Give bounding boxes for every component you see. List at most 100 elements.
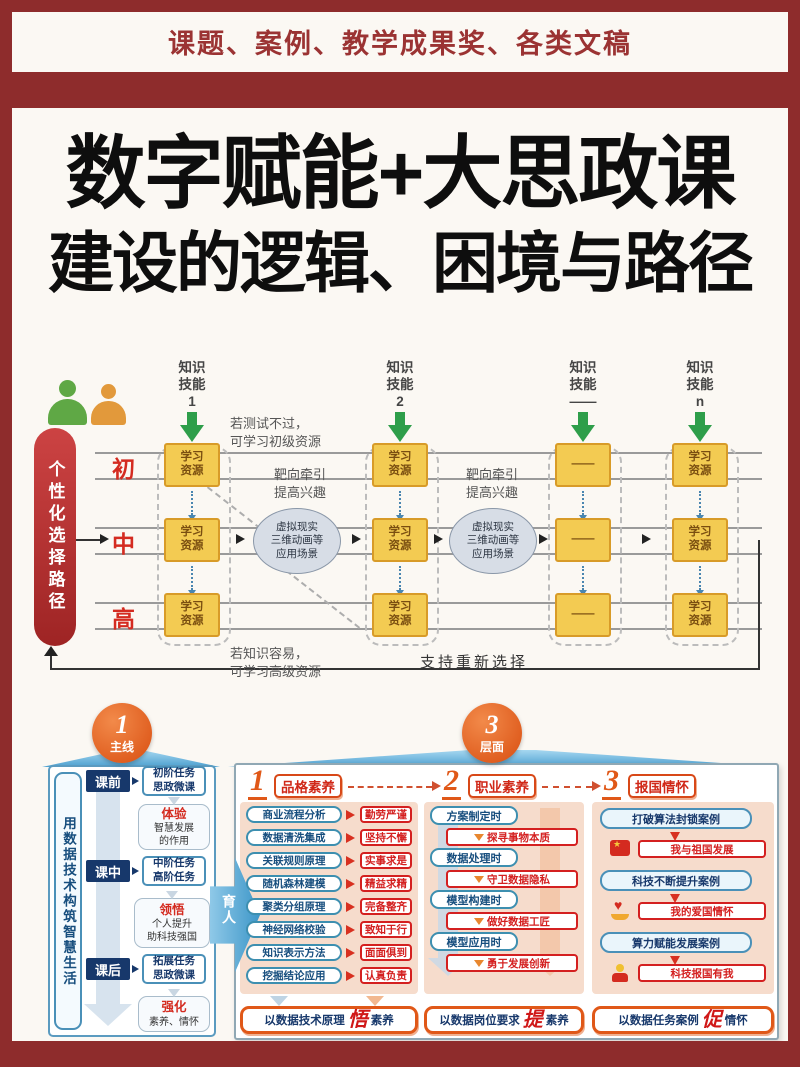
reselect-note: 支持重新选择 <box>420 654 529 671</box>
footer-pre: 以数据技术原理 <box>264 1015 345 1027</box>
level-line <box>95 527 762 529</box>
task-line2: 思政微课 <box>153 969 195 981</box>
case-chip: 科技不断提升案例 <box>600 870 752 891</box>
virtue-chip: 认真负责 <box>360 967 412 984</box>
box-text: 资源 <box>388 465 412 477</box>
note-line2: 可学习高级资源 <box>230 663 322 679</box>
dotted-connector <box>579 566 587 596</box>
outcome-box-after: 强化 素养、情怀 <box>138 989 210 1032</box>
learning-resource-box: 学习资源 <box>164 518 220 562</box>
footer-key: 提 <box>522 1009 543 1031</box>
green-down-arrow-icon <box>180 412 204 442</box>
task-line2: 高阶任务 <box>153 871 195 883</box>
footer-post: 素养 <box>545 1015 569 1027</box>
placeholder-resource-box: —— <box>555 593 611 637</box>
box-text: 学习 <box>688 526 712 539</box>
right-arrow-icon <box>132 777 139 785</box>
case-chip: 打破算法封锁案例 <box>600 808 752 829</box>
principle-chip: 随机森林建模 <box>246 875 342 892</box>
ellipse-line2: 三维动画等 <box>270 534 324 547</box>
outcome-box-in: 领悟 个人提升 助科技强国 <box>134 891 210 948</box>
person-orange-icon <box>101 384 116 399</box>
badge-number: 3 <box>485 709 499 739</box>
box-text: 资源 <box>688 615 712 627</box>
outcome-head: 强化 <box>161 1000 187 1015</box>
right-arrow-icon <box>346 879 355 889</box>
patriotic-chip: 科技报国有我 <box>638 964 766 982</box>
right-arrow-icon <box>346 948 355 958</box>
ellipse-line1: 虚拟现实 <box>276 520 318 533</box>
box-text: 资源 <box>388 540 412 552</box>
dashed-arrow <box>542 781 601 791</box>
footer-professional: 以数据岗位要求 提 素养 <box>424 1006 584 1034</box>
outcome-line1: 素养、情怀 <box>149 1016 199 1028</box>
case-chip: 算力赋能发展案例 <box>600 932 752 953</box>
note-line1: 若测试不过， <box>230 416 309 431</box>
header-knowledge: 知识 <box>178 360 206 375</box>
badge-label: 主线 <box>109 739 134 754</box>
level-label-senior: 高 <box>112 606 135 632</box>
box-dash: —— <box>571 533 595 546</box>
placeholder-resource-box: —— <box>555 518 611 562</box>
right-arrow-icon <box>132 965 139 973</box>
column-bg-patriotic <box>592 802 774 994</box>
outcome-line1: 个人提升 <box>152 919 192 931</box>
learning-resource-box: 学习资源 <box>372 443 428 487</box>
section-label-patriotic: 报国情怀 <box>628 774 696 798</box>
footer-post: 素养 <box>370 1015 394 1027</box>
header-strip-text: 课题、案例、教学成果奖、各类文稿 <box>168 29 632 59</box>
footer-key: 促 <box>701 1009 722 1031</box>
ellipse-line1: 虚拟现实 <box>472 520 514 533</box>
bar-to-row-line <box>76 539 102 541</box>
personalized-path-bar: 个性化选择路径 <box>34 428 76 646</box>
down-arrow-icon <box>670 832 680 841</box>
dotted-connector <box>696 491 704 521</box>
header-knowledge: 知识 <box>386 360 414 375</box>
footer-patriotic: 以数据任务案例 促 情怀 <box>592 1006 774 1034</box>
header-skill: 技能 <box>386 376 414 392</box>
column-header-n: 知识 技能 n <box>668 360 732 411</box>
box-text: 学习 <box>180 526 204 539</box>
header-num: 2 <box>396 393 404 409</box>
box-text: 学习 <box>688 601 712 614</box>
virtue-chip: 实事求是 <box>360 852 412 869</box>
header-red-band <box>12 72 788 108</box>
box-text: 资源 <box>180 465 204 477</box>
column-header-2: 知识 技能 2 <box>368 360 432 411</box>
target-note: 靶向牵引 提高兴趣 <box>265 466 335 501</box>
green-down-arrow-icon <box>571 412 595 442</box>
footer-pre: 以数据任务案例 <box>618 1015 699 1027</box>
right-arrow-icon <box>346 856 355 866</box>
value-text: 勇于发展创新 <box>487 957 550 970</box>
level-label-junior: 初 <box>112 456 135 482</box>
column-header-dots: 知识 技能 —— <box>551 360 615 411</box>
footer-pre: 以数据岗位要求 <box>439 1015 520 1027</box>
header-num: n <box>695 393 705 409</box>
note-line1: 若知识容易， <box>230 646 309 661</box>
outcome-box-pre: 体验 智慧发展 的作用 <box>138 797 210 850</box>
task-line1: 拓展任务 <box>153 955 195 968</box>
virtue-chip: 完备整齐 <box>360 898 412 915</box>
down-arrow-icon <box>670 956 680 965</box>
task-line1: 中阶任务 <box>153 857 195 870</box>
section-label-professional: 职业素养 <box>468 774 536 798</box>
value-text: 做好数据工匠 <box>487 915 550 928</box>
learning-resource-box: 学习资源 <box>672 593 728 637</box>
badge-label: 层面 <box>479 739 504 754</box>
right-arrow-icon <box>346 810 355 820</box>
learning-resource-box: 学习资源 <box>372 518 428 562</box>
section-number-3: 3 <box>602 766 621 800</box>
right-arrow-icon <box>346 833 355 843</box>
dashed-arrow <box>348 781 441 791</box>
header-knowledge: 知识 <box>686 360 714 375</box>
box-text: 资源 <box>180 615 204 627</box>
target-line2: 提高兴趣 <box>273 484 326 500</box>
header-skill: 技能 <box>686 376 714 392</box>
level-line <box>95 478 762 480</box>
ellipse-line2: 三维动画等 <box>466 534 520 547</box>
value-chip: 做好数据工匠 <box>446 912 578 930</box>
footer-character: 以数据技术原理 悟 素养 <box>240 1006 418 1034</box>
section-number-2: 2 <box>442 766 461 800</box>
box-text: 资源 <box>180 540 204 552</box>
principle-chip: 知识表示方法 <box>246 944 342 961</box>
